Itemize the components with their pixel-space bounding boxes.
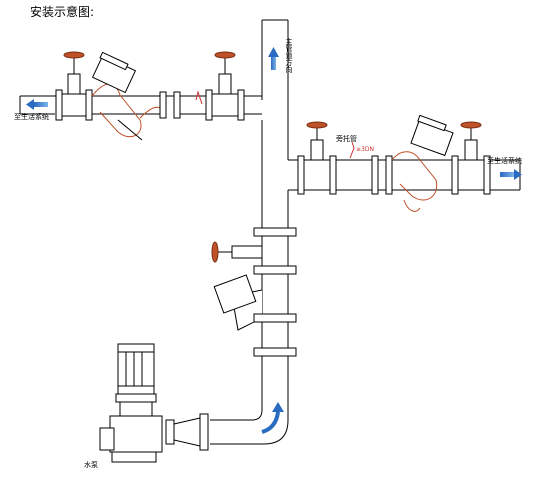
flange-icon: [159, 91, 181, 119]
label-bypass-pipe: 旁托管: [336, 135, 357, 143]
flow-arrow-icon: [268, 47, 279, 70]
flow-arrow-icon: [261, 402, 284, 434]
gate-valve-icon: [297, 121, 337, 195]
flow-arrow-icon: [26, 99, 48, 110]
gate-valve-icon: [451, 121, 491, 195]
flange-icon: [165, 413, 209, 451]
gate-valve-icon: [55, 51, 93, 121]
label-to-domestic-system-right: 至生活系统: [487, 157, 522, 165]
gate-valve-icon: [211, 235, 289, 267]
label-bypass-size: ≥3DN: [356, 146, 374, 153]
filter-valve-icon: [213, 273, 289, 331]
label-main-pipe-direction: 主管道方向: [285, 38, 293, 73]
filter-valve-icon: [391, 114, 454, 212]
gate-valve-icon: [205, 51, 245, 121]
filter-valve-icon: [91, 51, 163, 141]
lower-riser: [210, 356, 289, 445]
label-to-domestic-system-left: 至生活系统: [14, 113, 49, 121]
main-vertical-pipe: [261, 19, 289, 230]
diagram-title: 安装示意图:: [30, 5, 95, 19]
pump-icon: [99, 343, 163, 463]
flange-icon: [371, 155, 393, 195]
flange-icon: [253, 313, 297, 357]
label-pump: 水泵: [84, 461, 98, 469]
flow-arrow-icon: [500, 169, 522, 180]
